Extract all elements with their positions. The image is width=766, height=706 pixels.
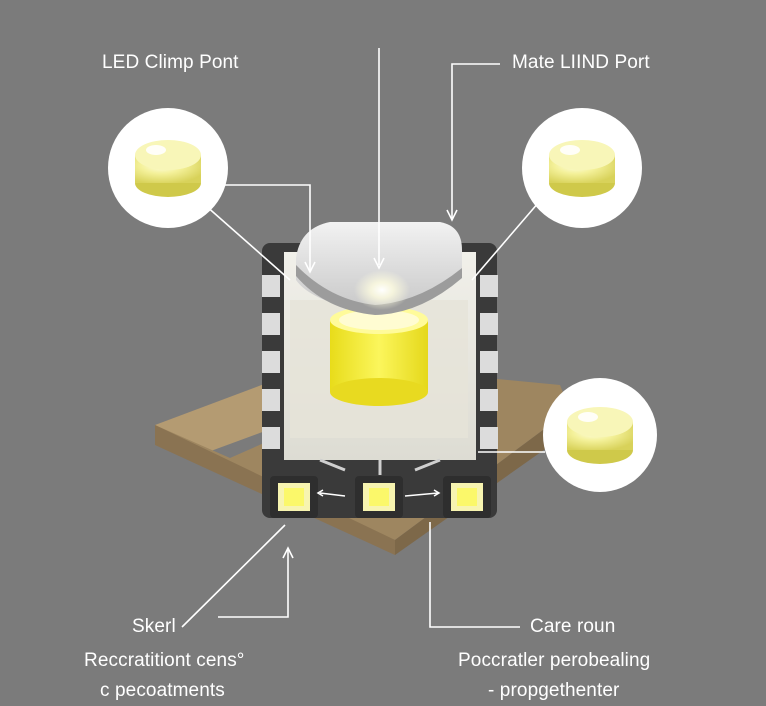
- silver-cap: [296, 222, 462, 315]
- leader-right-diag: [471, 194, 546, 281]
- leader-top-right: [451, 63, 500, 218]
- leader-bottom-left-elbow: [218, 550, 289, 618]
- caption-bottom-right-2: - propgethenter: [488, 680, 620, 701]
- leader-top-left: [204, 204, 291, 281]
- caption-bottom-left-2: c pecoatments: [100, 680, 225, 701]
- led-emitter-cylinder: [330, 306, 428, 406]
- leader-left-elbow: [225, 184, 311, 270]
- label-bottom-right: Care roun: [530, 616, 616, 637]
- callout-right: [543, 378, 657, 492]
- label-bottom-left: Skerl: [132, 616, 176, 637]
- caption-bottom-left-1: Reccratitiont cens°: [84, 650, 245, 671]
- smd-led-icon: [355, 476, 403, 518]
- right-pins: [480, 275, 498, 449]
- label-top-right: Mate LIIND Port: [512, 52, 650, 73]
- led-lens-icon: [567, 407, 633, 464]
- leader-lines: [181, 48, 546, 628]
- led-lens-icon: [549, 140, 615, 197]
- label-top-left: LED Climp Pont: [102, 52, 239, 73]
- leader-bottom-left: [181, 524, 286, 628]
- led-lens-icon: [135, 140, 201, 197]
- smd-led-icon: [443, 476, 491, 518]
- leader-bottom-right: [429, 522, 520, 628]
- caption-bottom-right-1: Poccratler perobealing: [458, 650, 651, 671]
- callout-top-right: [522, 108, 642, 228]
- callout-top-left: [108, 108, 228, 228]
- smd-arrows: [316, 489, 441, 497]
- smd-led-icon: [270, 476, 318, 518]
- left-pins: [262, 275, 280, 449]
